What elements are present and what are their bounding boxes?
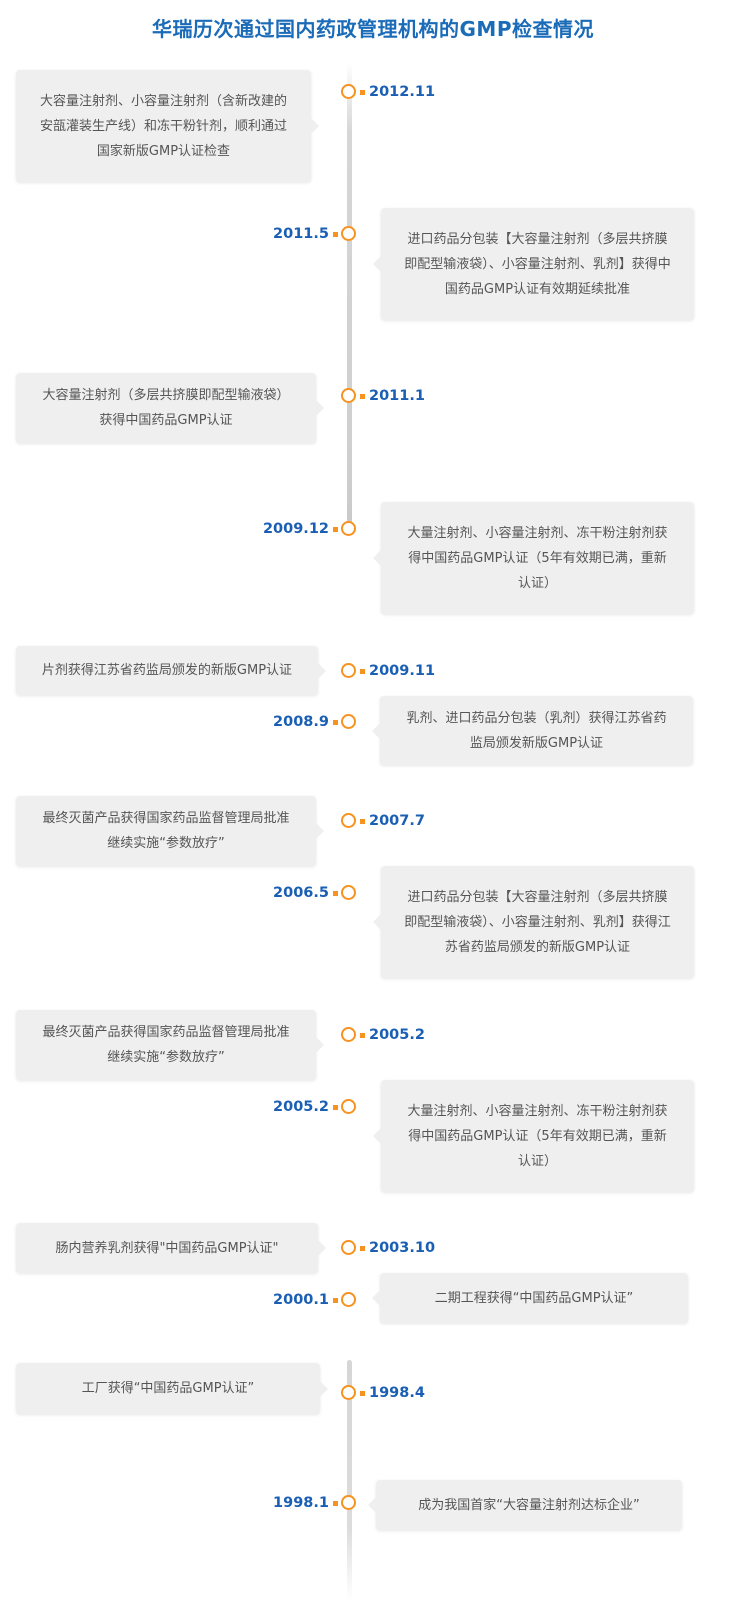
timeline-card-text: 进口药品分包装【大容量注射剂（多层共挤膜即配型输液袋）、小容量注射剂、乳剂】获得…	[404, 231, 671, 297]
timeline-node-icon	[341, 663, 356, 678]
timeline-date: 2006.5	[273, 885, 329, 901]
timeline-card: 乳剂、进口药品分包装（乳剂）获得江苏省药监局颁发新版GMP认证	[372, 696, 693, 765]
timeline-axis-upper	[347, 62, 352, 532]
timeline-node-icon	[341, 813, 356, 828]
timeline-card-text: 大容量注射剂、小容量注射剂（含新改建的安瓿灌装生产线）和冻干粉针剂，顺利通过国家…	[39, 93, 287, 159]
timeline-connector	[360, 394, 365, 399]
timeline-date: 2008.9	[273, 714, 329, 730]
timeline-connector	[333, 232, 338, 237]
timeline-card: 大容量注射剂（多层共挤膜即配型输液袋）获得中国药品GMP认证	[16, 373, 324, 443]
timeline-connector	[333, 1105, 338, 1110]
timeline-date: 1998.4	[369, 1385, 425, 1401]
timeline-date: 2005.2	[273, 1099, 329, 1115]
timeline-axis-lower	[347, 1360, 352, 1600]
timeline-card: 最终灭菌产品获得国家药品监督管理局批准继续实施“参数放疗”	[16, 796, 324, 866]
timeline-node-icon	[341, 521, 356, 536]
timeline-card-text: 最终灭菌产品获得国家药品监督管理局批准继续实施“参数放疗”	[42, 1025, 290, 1065]
timeline-connector	[360, 90, 365, 95]
timeline-connector	[360, 1391, 365, 1396]
timeline-date: 2011.5	[273, 226, 329, 242]
timeline-date: 2009.12	[262, 521, 329, 537]
timeline-node-icon	[341, 1027, 356, 1042]
timeline-card-text: 进口药品分包装【大容量注射剂（多层共挤膜即配型输液袋）、小容量注射剂、乳剂】获得…	[404, 889, 671, 955]
timeline-date: 2012.11	[369, 84, 436, 100]
timeline-card: 最终灭菌产品获得国家药品监督管理局批准继续实施“参数放疗”	[16, 1010, 324, 1080]
timeline-node-icon	[341, 388, 356, 403]
timeline-node-icon	[341, 714, 356, 729]
timeline-card: 片剂获得江苏省药监局颁发的新版GMP认证	[16, 646, 326, 695]
timeline-card: 工厂获得“中国药品GMP认证”	[16, 1363, 328, 1414]
timeline-node-icon	[341, 226, 356, 241]
timeline-card: 大容量注射剂、小容量注射剂（含新改建的安瓿灌装生产线）和冻干粉针剂，顺利通过国家…	[16, 70, 319, 182]
timeline-date: 2007.7	[369, 813, 425, 829]
timeline-connector	[360, 1246, 365, 1251]
timeline-card-text: 成为我国首家“大容量注射剂达标企业”	[418, 1497, 640, 1513]
timeline-node-icon	[341, 1385, 356, 1400]
timeline-node-icon	[341, 84, 356, 99]
timeline-node-icon	[341, 1495, 356, 1510]
timeline-date: 2009.11	[369, 663, 436, 679]
timeline-connector	[360, 669, 365, 674]
timeline-card-text: 大容量注射剂（多层共挤膜即配型输液袋）获得中国药品GMP认证	[42, 388, 290, 428]
timeline-card-text: 大量注射剂、小容量注射剂、冻干粉注射剂获得中国药品GMP认证（5年有效期已满，重…	[407, 1103, 668, 1169]
timeline-connector	[333, 1501, 338, 1506]
timeline-card: 二期工程获得“中国药品GMP认证”	[372, 1273, 688, 1323]
timeline-date: 1998.1	[273, 1495, 329, 1511]
timeline-card: 大量注射剂、小容量注射剂、冻干粉注射剂获得中国药品GMP认证（5年有效期已满，重…	[373, 502, 694, 614]
timeline-card-text: 片剂获得江苏省药监局颁发的新版GMP认证	[41, 663, 293, 678]
timeline-card: 成为我国首家“大容量注射剂达标企业”	[368, 1480, 682, 1530]
timeline-node-icon	[341, 1099, 356, 1114]
timeline-card-text: 大量注射剂、小容量注射剂、冻干粉注射剂获得中国药品GMP认证（5年有效期已满，重…	[407, 525, 668, 591]
timeline-connector	[360, 819, 365, 824]
timeline-connector	[360, 1033, 365, 1038]
timeline-date: 2003.10	[369, 1240, 436, 1256]
timeline-connector	[333, 891, 338, 896]
timeline-card: 大量注射剂、小容量注射剂、冻干粉注射剂获得中国药品GMP认证（5年有效期已满，重…	[373, 1080, 694, 1192]
timeline-card-text: 二期工程获得“中国药品GMP认证”	[434, 1290, 634, 1306]
timeline-card-text: 乳剂、进口药品分包装（乳剂）获得江苏省药监局颁发新版GMP认证	[406, 710, 667, 751]
timeline-card-text: 最终灭菌产品获得国家药品监督管理局批准继续实施“参数放疗”	[42, 811, 290, 851]
timeline-card: 进口药品分包装【大容量注射剂（多层共挤膜即配型输液袋）、小容量注射剂、乳剂】获得…	[373, 866, 694, 978]
timeline-node-icon	[341, 885, 356, 900]
timeline-node-icon	[341, 1292, 356, 1307]
timeline-connector	[333, 720, 338, 725]
timeline-card-text: 肠内营养乳剂获得"中国药品GMP认证"	[55, 1240, 279, 1256]
timeline-card: 肠内营养乳剂获得"中国药品GMP认证"	[16, 1223, 326, 1273]
timeline-card: 进口药品分包装【大容量注射剂（多层共挤膜即配型输液袋）、小容量注射剂、乳剂】获得…	[373, 208, 694, 320]
timeline-connector	[333, 527, 338, 532]
timeline-date: 2011.1	[369, 388, 425, 404]
timeline-card-text: 工厂获得“中国药品GMP认证”	[81, 1381, 255, 1396]
timeline-date: 2000.1	[273, 1292, 329, 1308]
timeline-node-icon	[341, 1240, 356, 1255]
timeline-date: 2005.2	[369, 1027, 425, 1043]
timeline-connector	[333, 1298, 338, 1303]
page-title: 华瑞历次通过国内药政管理机构的GMP检查情况	[152, 17, 594, 41]
